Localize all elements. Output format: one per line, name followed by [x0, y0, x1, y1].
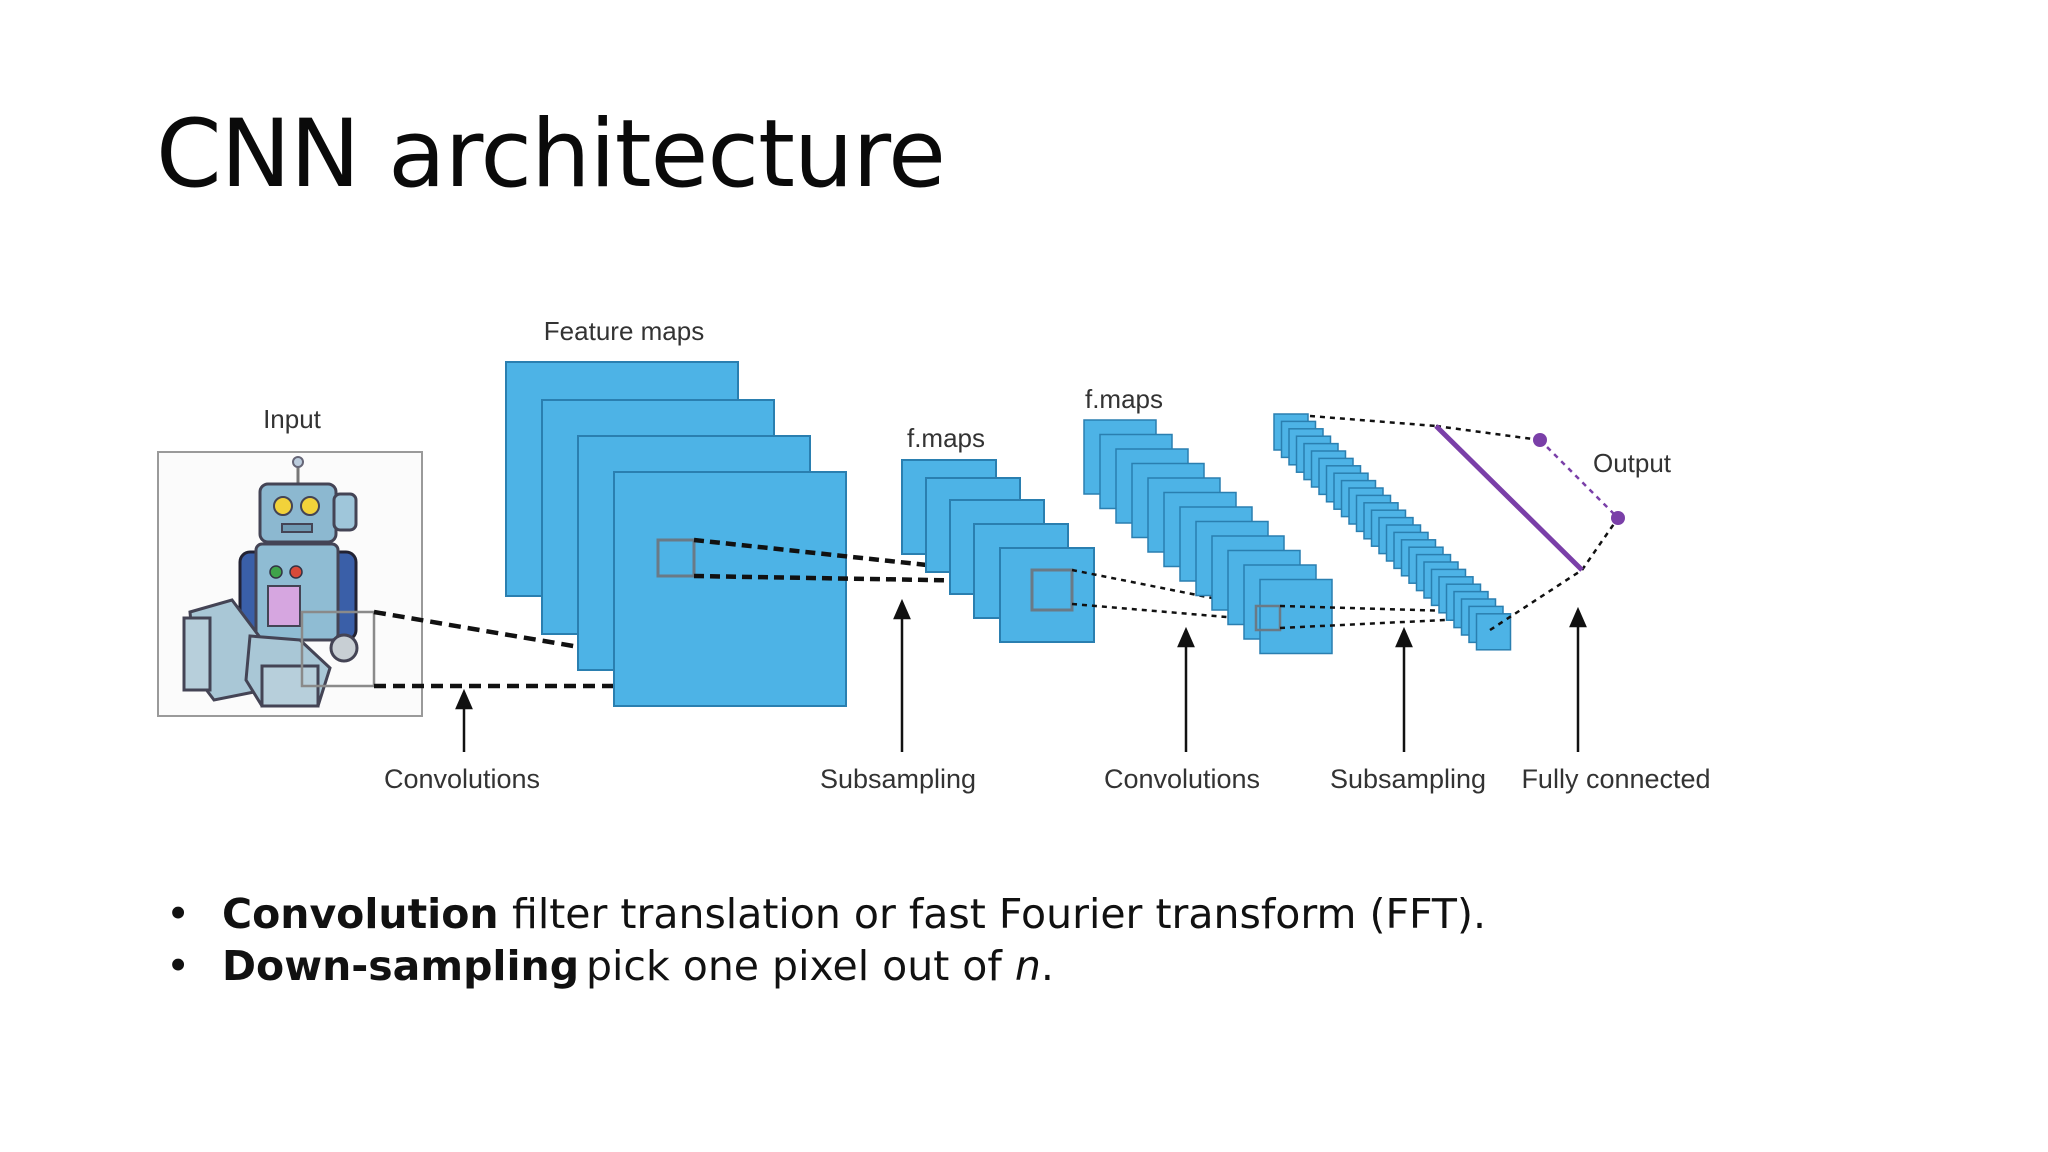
f-maps-stack-1 — [901, 459, 1095, 643]
label-feature-maps: Feature maps — [544, 316, 704, 346]
label-f-maps-2: f.maps — [1085, 384, 1163, 414]
bullet-description: filter translation or fast Fourier trans… — [512, 890, 1486, 938]
stage-arrows — [455, 598, 1587, 752]
output-link — [1539, 439, 1619, 519]
label-input: Input — [263, 404, 322, 434]
bullet-term: Down-sampling — [222, 942, 580, 990]
bullet-variable: n — [1014, 942, 1041, 990]
fully-connected-layer — [1434, 424, 1584, 572]
label-subsampling-2: Subsampling — [1330, 764, 1486, 794]
output-node-2 — [1611, 511, 1625, 525]
bullet-term: Convolution — [222, 890, 499, 938]
feature-maps-stack — [505, 361, 847, 707]
label-subsampling-1: Subsampling — [820, 764, 976, 794]
bullet-description: pick one pixel out of n. — [586, 940, 1054, 992]
receptive-field-box — [300, 610, 376, 688]
bullet-description-end: . — [1040, 942, 1054, 990]
subsampled-map — [1475, 613, 1512, 651]
label-convolutions-1: Convolutions — [384, 764, 540, 794]
bullet-dot: • — [166, 890, 191, 938]
f-maps-stack-2 — [1083, 419, 1333, 655]
slide-title: CNN architecture — [156, 100, 946, 209]
label-output: Output — [1593, 448, 1672, 478]
f-maps-2-map — [1259, 578, 1333, 655]
label-fully-connected: Fully connected — [1521, 764, 1710, 794]
f-maps-2-receptive-box — [1254, 604, 1282, 632]
fully-connected-lines — [1309, 414, 1620, 632]
bullet-description-text: pick one pixel out of — [586, 942, 1015, 990]
label-f-maps-1: f.maps — [907, 423, 985, 453]
bullet-dot: • — [166, 942, 191, 990]
label-convolutions-2: Convolutions — [1104, 764, 1260, 794]
output-node-1 — [1533, 433, 1547, 447]
input-image — [157, 451, 423, 717]
subsampled-stack — [1273, 413, 1512, 651]
robot-illustration — [182, 456, 359, 708]
